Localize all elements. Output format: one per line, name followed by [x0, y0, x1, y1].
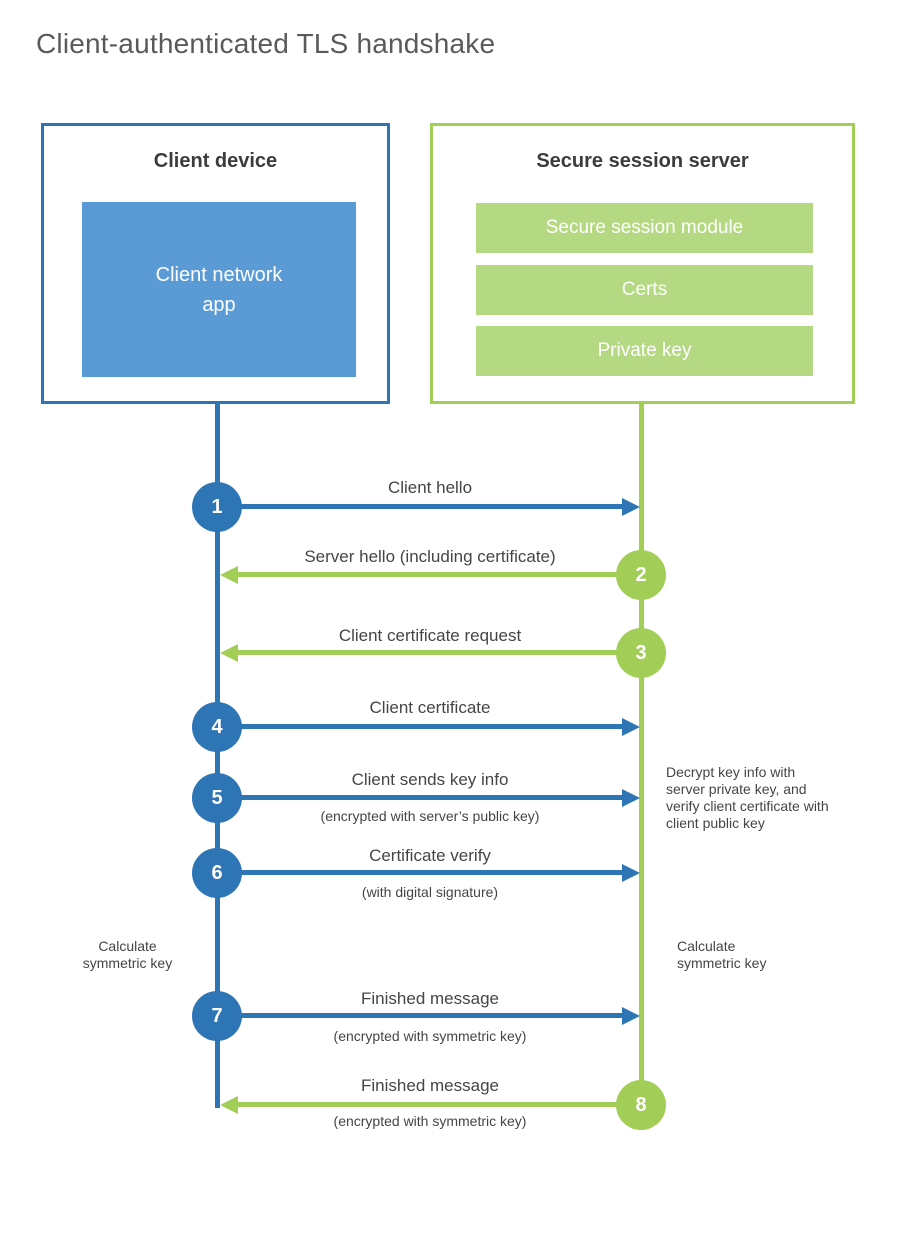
message-4-label: Client certificate [369, 698, 491, 717]
arrow-3-left-head-icon [220, 644, 238, 662]
client-lifeline [215, 404, 220, 1108]
message-7-label: Finished message [361, 989, 499, 1008]
client-app-label-line1: Client network [155, 263, 283, 286]
message-5-sublabel: (encrypted with server’s public key) [320, 808, 540, 824]
server-calculate-symmetric-key-note: Calculate symmetric key [677, 938, 767, 971]
message-3-label: Client certificate request [338, 626, 522, 645]
arrow-4-right-head-icon [622, 718, 640, 736]
message-1-label: Client hello [387, 478, 473, 497]
step-7-circle: 7 [192, 991, 242, 1041]
step-6-circle: 6 [192, 848, 242, 898]
arrow-6-line [217, 870, 622, 875]
message-8-label: Finished message [361, 1076, 499, 1095]
server-module-private-key: Private key [476, 326, 813, 376]
step-5-circle: 5 [192, 773, 242, 823]
arrow-8-line [238, 1102, 641, 1107]
message-6-sublabel: (with digital signature) [361, 884, 499, 900]
server-decrypt-note: Decrypt key info with server private key… [666, 764, 829, 831]
arrow-1-right-head-icon [622, 498, 640, 516]
message-7-sublabel: (encrypted with symmetric key) [333, 1028, 527, 1044]
server-title: Secure session server [536, 150, 749, 172]
secure-session-server-box: Secure session server Secure session mod… [430, 123, 855, 404]
arrow-3-line [238, 650, 641, 655]
message-2-label: Server hello (including certificate) [304, 547, 556, 566]
server-module-secure-session: Secure session module [476, 203, 813, 253]
arrow-7-line [217, 1013, 622, 1018]
arrow-2-left-head-icon [220, 566, 238, 584]
client-calculate-symmetric-key-note: Calculate symmetric key [82, 938, 173, 971]
server-lifeline [639, 404, 644, 1130]
arrow-1-line [217, 504, 622, 509]
server-module-certs: Certs [476, 265, 813, 315]
client-device-title: Client device [153, 150, 278, 172]
arrow-5-line [217, 795, 622, 800]
arrow-5-right-head-icon [622, 789, 640, 807]
step-3-circle: 3 [616, 628, 666, 678]
step-2-circle: 2 [616, 550, 666, 600]
client-network-app-box: Client network app [82, 202, 356, 377]
message-5-label: Client sends key info [351, 770, 509, 789]
arrow-7-right-head-icon [622, 1007, 640, 1025]
message-6-label: Certificate verify [369, 846, 491, 865]
step-1-circle: 1 [192, 482, 242, 532]
client-app-label-line2: app [202, 293, 236, 316]
step-4-circle: 4 [192, 702, 242, 752]
arrow-6-right-head-icon [622, 864, 640, 882]
page-title: Client-authenticated TLS handshake [36, 28, 496, 59]
step-8-circle: 8 [616, 1080, 666, 1130]
arrow-8-left-head-icon [220, 1096, 238, 1114]
arrow-4-line [217, 724, 622, 729]
client-device-box: Client device Client network app [41, 123, 390, 404]
message-8-sublabel: (encrypted with symmetric key) [333, 1113, 527, 1129]
arrow-2-line [238, 572, 641, 577]
